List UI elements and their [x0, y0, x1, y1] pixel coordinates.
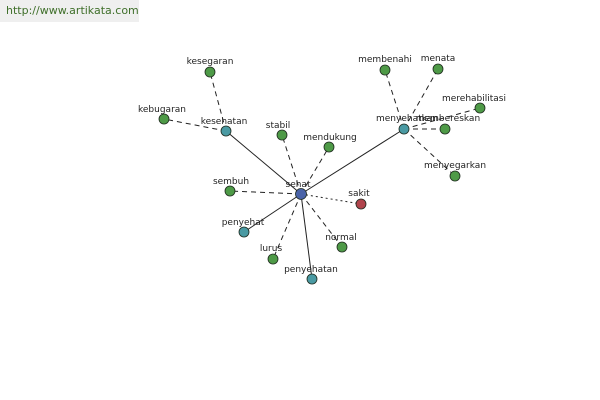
node-label-menyegarkan: menyegarkan: [424, 161, 486, 171]
node-label-penyehat: penyehat: [222, 218, 265, 228]
edge-menyehatkan-menyegarkan: [403, 128, 456, 177]
node-label-kesehatan: kesehatan: [201, 117, 248, 127]
node-label-sakit: sakit: [348, 189, 370, 199]
edge-sehat-penyehat: [243, 193, 302, 233]
node-membereskan[interactable]: [439, 123, 451, 135]
node-menyegarkan[interactable]: [449, 170, 461, 182]
node-label-sehat: sehat: [286, 180, 311, 190]
node-membenahi[interactable]: [379, 64, 391, 76]
node-merehabilitasi[interactable]: [474, 102, 486, 114]
edge-kesehatan-kesegaran: [209, 71, 227, 132]
node-stabil[interactable]: [276, 129, 288, 141]
node-label-kebugaran: kebugaran: [138, 105, 186, 115]
edge-sehat-mendukung: [300, 146, 330, 195]
node-menata[interactable]: [432, 63, 444, 75]
edge-menyehatkan-membenahi: [384, 69, 405, 130]
edge-sehat-lurus: [272, 193, 302, 260]
node-label-membenahi: membenahi: [358, 55, 412, 65]
node-lurus[interactable]: [267, 253, 279, 265]
node-menyehatkan[interactable]: [398, 123, 410, 135]
node-label-merehabilitasi: merehabilitasi: [442, 94, 506, 104]
node-kebugaran[interactable]: [158, 113, 170, 125]
node-sakit[interactable]: [355, 198, 367, 210]
source-url-link[interactable]: http://www.artikata.com: [0, 0, 139, 22]
edge-sehat-menyehatkan: [300, 128, 405, 195]
node-label-menata: menata: [421, 54, 456, 64]
edge-kesehatan-kebugaran: [163, 118, 227, 132]
edge-sehat-penyehatan: [300, 193, 313, 280]
edge-sehat-sakit: [300, 193, 362, 205]
node-kesegaran[interactable]: [204, 66, 216, 78]
node-label-membereskan: membereskan: [416, 114, 480, 124]
node-mendukung[interactable]: [323, 141, 335, 153]
node-label-mendukung: mendukung: [303, 133, 356, 143]
edge-menyehatkan-menata: [403, 68, 439, 130]
node-sehat[interactable]: [295, 188, 307, 200]
node-label-kesegaran: kesegaran: [187, 57, 234, 67]
labels-layer: sehat kesehatan menyehatkan penyehat penyeha…: [138, 54, 506, 275]
node-kesehatan[interactable]: [220, 125, 232, 137]
node-label-penyehatan: penyehatan: [284, 265, 338, 275]
nodes-layer: [158, 63, 486, 285]
edges-layer: [163, 68, 481, 280]
node-label-stabil: stabil: [266, 121, 290, 131]
edge-sehat-stabil: [281, 134, 302, 195]
node-label-lurus: lurus: [260, 244, 283, 254]
node-normal[interactable]: [336, 241, 348, 253]
edge-menyehatkan-merehabilitasi: [403, 107, 481, 130]
node-penyehatan[interactable]: [306, 273, 318, 285]
node-label-sembuh: sembuh: [213, 177, 249, 187]
node-label-normal: normal: [325, 233, 357, 243]
node-penyehat[interactable]: [238, 226, 250, 238]
node-sembuh[interactable]: [224, 185, 236, 197]
edge-sehat-normal: [300, 193, 343, 248]
edge-sehat-sembuh: [229, 190, 302, 195]
edge-sehat-kesehatan: [225, 130, 302, 195]
node-label-menyehatkan: menyehatkan: [376, 114, 438, 124]
